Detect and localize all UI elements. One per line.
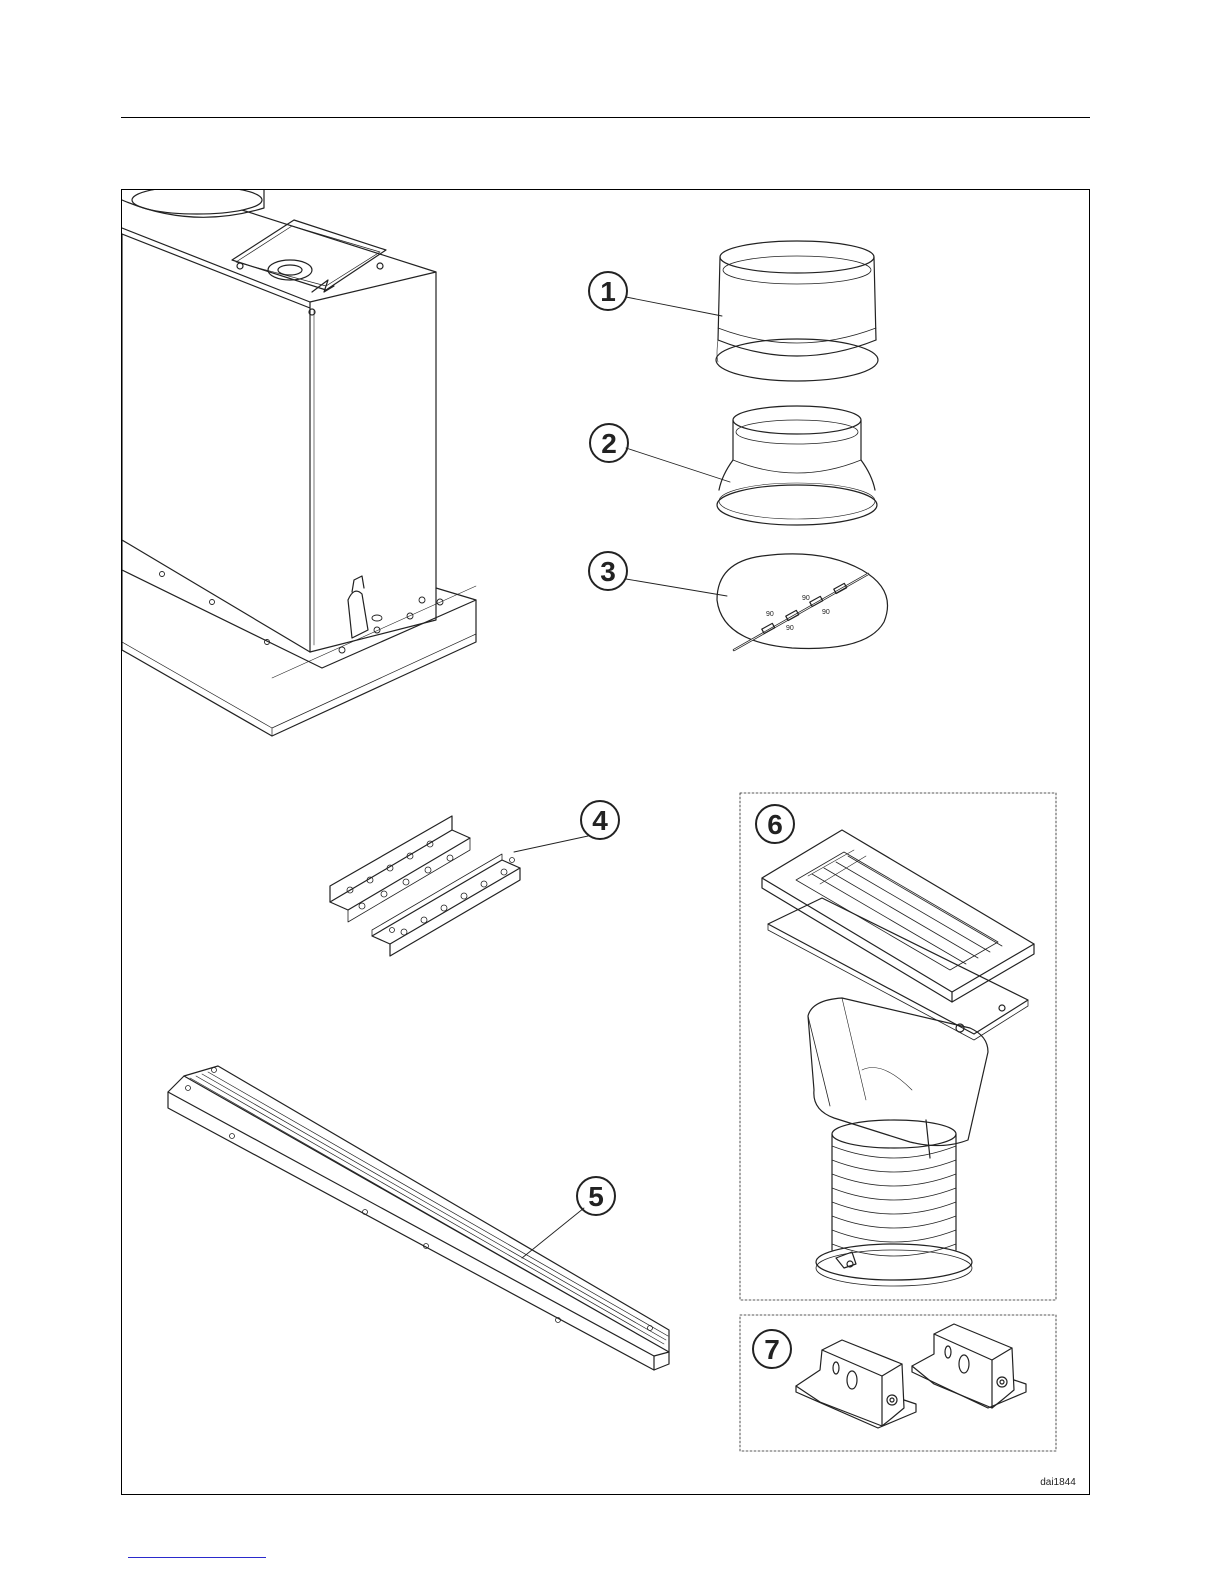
part-2-reducer [717,406,877,525]
svg-text:2: 2 [601,428,617,459]
collar-mark: 90 [802,595,810,602]
callout-3: 3 [589,552,627,590]
part-5-trim-strip [168,1066,669,1370]
svg-text:5: 5 [588,1181,604,1212]
collar-mark: 90 [786,625,794,632]
header-rule [121,117,1090,118]
callout-5: 5 [577,1177,615,1215]
parts-illustration: 90 90 90 90 [122,190,1090,1495]
callout-2: 2 [590,424,628,462]
part-3-flap: 90 90 90 90 [717,554,888,650]
svg-text:3: 3 [600,556,616,587]
svg-text:6: 6 [767,809,783,840]
part-7-clips [796,1324,1026,1428]
callout-7: 7 [753,1330,791,1368]
part-4-brackets [330,816,520,956]
callout-6: 6 [756,805,794,843]
footer-link-rule [128,1557,266,1558]
collar-mark: 90 [822,609,830,616]
illustration-frame: 90 90 90 90 [121,189,1090,1495]
part-6-recirculation-kit [762,830,1034,1286]
callout-1: 1 [589,272,627,310]
svg-text:1: 1 [600,276,616,307]
part-1-duct-ring [716,241,878,381]
leader-lines [514,297,730,1258]
kit-6-box [740,793,1056,1300]
collar-mark: 90 [766,611,774,618]
callout-4: 4 [581,801,619,839]
svg-text:7: 7 [764,1334,780,1365]
svg-text:4: 4 [592,805,608,836]
hood-body-drawing [122,190,476,736]
kit-7-box [740,1315,1056,1451]
figure-code: dai1844 [1040,1477,1076,1488]
